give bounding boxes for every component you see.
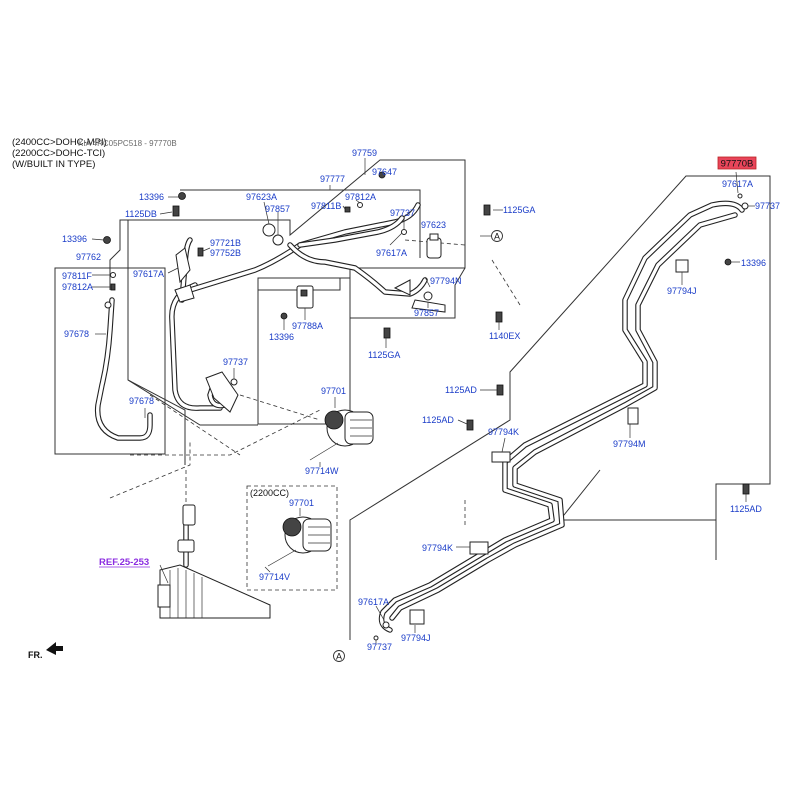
part-label[interactable]: 97737 bbox=[755, 201, 780, 211]
ref-link-text: REF.25-253 bbox=[99, 557, 149, 568]
header-line-1: (2400CC>DOHC-MPI) bbox=[12, 137, 107, 148]
part-label[interactable]: 1125AD bbox=[445, 385, 477, 395]
receiver-97623 bbox=[426, 233, 442, 259]
part-label[interactable]: 97701 bbox=[321, 386, 346, 396]
part-label[interactable]: 97617A bbox=[133, 269, 164, 279]
part-label[interactable]: 97794K bbox=[422, 543, 453, 553]
block-97788A bbox=[296, 285, 314, 309]
part-label[interactable]: 97617A bbox=[376, 248, 407, 258]
part-label[interactable]: 1125AD bbox=[422, 415, 454, 425]
part-label[interactable]: 97678 bbox=[129, 396, 154, 406]
part-label[interactable]: 1140EX bbox=[489, 331, 520, 341]
part-label[interactable]: 97811B bbox=[311, 201, 341, 211]
watermark-text: KIA 4RC05PC518 - 97770B bbox=[78, 139, 177, 148]
leader-lines bbox=[91, 158, 755, 645]
frame-lines bbox=[54, 159, 771, 640]
part-label[interactable]: 97623 bbox=[421, 220, 446, 230]
part-label[interactable]: 97721B bbox=[210, 238, 241, 248]
part-label[interactable]: 97812A bbox=[62, 282, 93, 292]
front-arrow-icon bbox=[46, 642, 63, 655]
left-liquid-hose bbox=[94, 297, 153, 441]
part-label[interactable]: 97788A bbox=[292, 321, 323, 331]
part-label[interactable]: 97623A bbox=[246, 192, 277, 202]
part-label[interactable]: 1125GA bbox=[368, 350, 400, 360]
part-label[interactable]: 97737 bbox=[367, 642, 392, 652]
part-label[interactable]: 97714V bbox=[259, 572, 290, 582]
highlighted-part-label: 97770B bbox=[721, 159, 754, 170]
svg-text:A: A bbox=[336, 652, 342, 662]
part-label[interactable]: 97857 bbox=[265, 204, 290, 214]
condenser-unit bbox=[157, 517, 271, 619]
circle-ref-a-bottom: A bbox=[333, 650, 345, 662]
part-label[interactable]: 97794N bbox=[430, 276, 462, 286]
part-label[interactable]: 97794J bbox=[667, 286, 697, 296]
right-long-hose bbox=[378, 200, 745, 633]
variant-label: (2200CC) bbox=[250, 488, 289, 498]
part-label[interactable]: 1125GA bbox=[503, 205, 535, 215]
part-labels: 97759 97777 97647 13396 1125DB 97623A 97… bbox=[62, 148, 780, 652]
highlighted-part-97770B[interactable]: 97770B bbox=[717, 156, 757, 170]
front-direction: FR. bbox=[28, 642, 63, 660]
part-label[interactable]: 97737 bbox=[390, 208, 415, 218]
part-label[interactable]: 97714W bbox=[305, 466, 339, 476]
part-label[interactable]: 97794J bbox=[401, 633, 431, 643]
part-label[interactable]: 13396 bbox=[139, 192, 164, 202]
part-label[interactable]: 97752B bbox=[210, 248, 241, 258]
ref-link[interactable]: REF.25-253 bbox=[99, 557, 150, 568]
part-label[interactable]: 1125AD bbox=[730, 504, 762, 514]
part-label[interactable]: 97678 bbox=[64, 329, 89, 339]
compressor-2200cc bbox=[267, 516, 332, 567]
small-parts bbox=[103, 171, 750, 641]
part-label[interactable]: 97857 bbox=[414, 308, 439, 318]
header-line-2: (2200CC>DOHC-TCI) bbox=[12, 148, 105, 159]
part-label[interactable]: 97617A bbox=[358, 597, 389, 607]
part-label[interactable]: 97794K bbox=[488, 427, 519, 437]
part-label[interactable]: 97647 bbox=[372, 167, 397, 177]
part-label[interactable]: 1125DB bbox=[125, 209, 157, 219]
compressor-main bbox=[309, 409, 374, 461]
circle-ref-a-top: A bbox=[491, 230, 503, 242]
part-label[interactable]: 97812A bbox=[345, 192, 376, 202]
header-line-3: (W/BUILT IN TYPE) bbox=[12, 159, 95, 170]
part-label[interactable]: 97777 bbox=[320, 174, 345, 184]
fr-label: FR. bbox=[28, 650, 43, 660]
part-label[interactable]: 97701 bbox=[289, 498, 314, 508]
svg-text:A: A bbox=[494, 232, 500, 242]
part-label[interactable]: 13396 bbox=[741, 258, 766, 268]
part-label[interactable]: 13396 bbox=[269, 332, 294, 342]
part-label[interactable]: 97759 bbox=[352, 148, 377, 158]
part-label[interactable]: 97617A bbox=[722, 179, 753, 189]
part-label[interactable]: 13396 bbox=[62, 234, 87, 244]
part-label[interactable]: 97762 bbox=[76, 252, 101, 262]
part-label[interactable]: 97794M bbox=[613, 439, 646, 449]
part-label[interactable]: 97811F bbox=[62, 271, 92, 281]
part-label[interactable]: 97737 bbox=[223, 357, 248, 367]
